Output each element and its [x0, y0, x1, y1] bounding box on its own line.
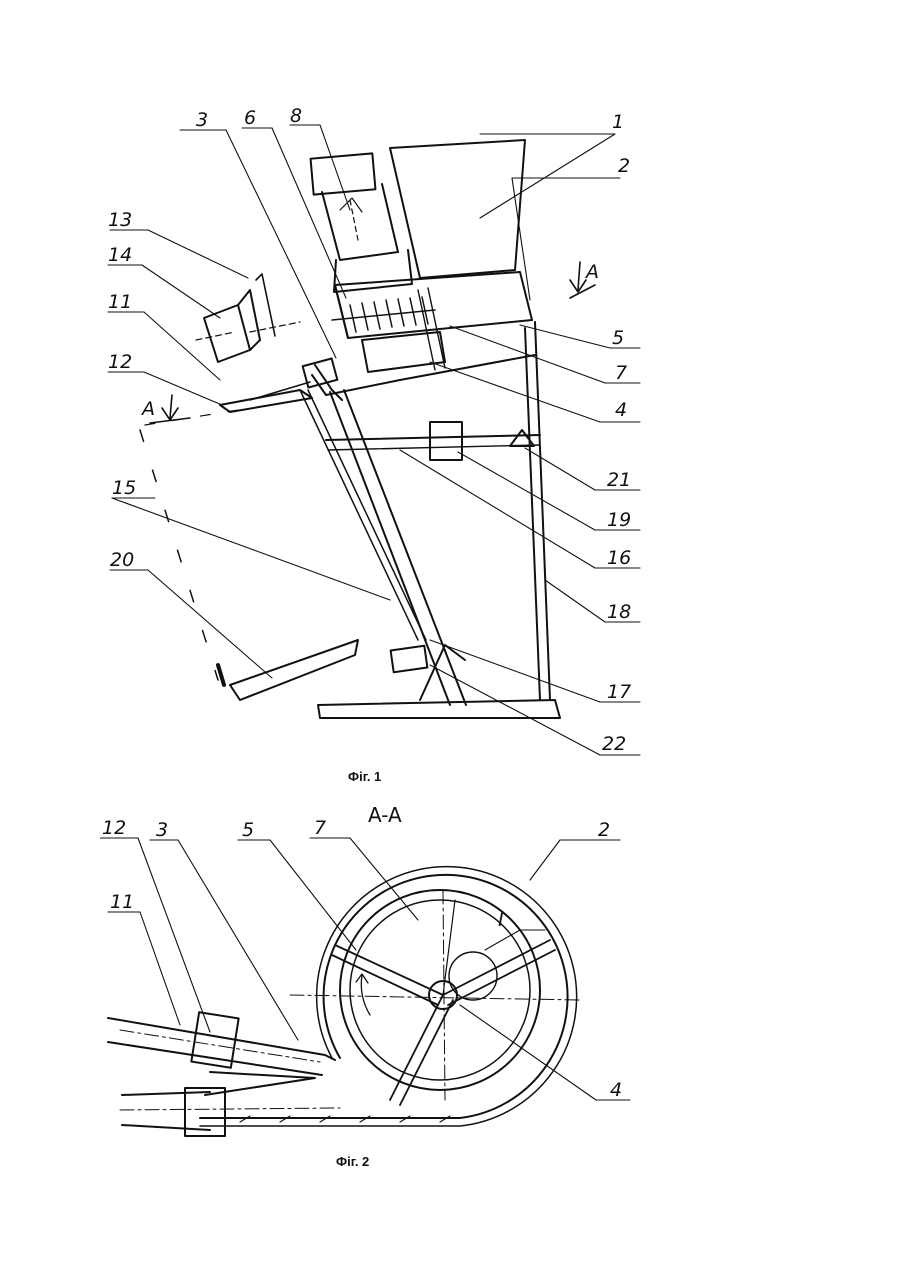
label-2-3: 3: [156, 819, 168, 841]
label-11: 11: [108, 291, 132, 313]
figure-1-drawing: 1 2 3 4 5 6 7 8 11 12 13 14 15 16 17 18 …: [100, 100, 660, 790]
label-2-5: 5: [242, 819, 254, 841]
label-14: 14: [108, 244, 132, 266]
section-marker-right: A: [584, 261, 599, 283]
label-16: 16: [607, 547, 631, 569]
label-2-12: 12: [102, 817, 126, 839]
outlet-tube: [122, 1092, 210, 1130]
label-2-2: 2: [598, 819, 610, 841]
outlet-nozzle: [220, 390, 312, 412]
label-13: 13: [108, 209, 132, 231]
base: [318, 700, 560, 718]
weight: [430, 422, 462, 460]
label-17: 17: [607, 681, 631, 703]
figure-2-caption: Фіг. 2: [336, 1154, 369, 1169]
tray: [230, 640, 358, 700]
label-2-7: 7: [314, 817, 326, 839]
label-4: 4: [615, 399, 627, 421]
label-18: 18: [607, 601, 631, 623]
label-1: 1: [612, 111, 624, 133]
label-20: 20: [110, 549, 134, 571]
label-21: 21: [607, 469, 631, 491]
label-3: 3: [196, 109, 208, 131]
label-6: 6: [244, 107, 256, 129]
rotor-ring: [340, 890, 540, 1090]
section-title: A-A: [368, 803, 402, 827]
figure-2: A-A: [100, 800, 660, 1180]
label-2: 2: [618, 155, 630, 177]
figure-1-caption: Фіг. 1: [348, 769, 381, 784]
detail-marker: I: [498, 909, 504, 931]
label-2-4: 4: [610, 1079, 622, 1101]
label-7: 7: [615, 362, 627, 384]
label-15: 15: [112, 477, 136, 499]
figure-2-drawing: A-A: [100, 800, 660, 1180]
label-22: 22: [602, 733, 626, 755]
fan-housing: [335, 272, 532, 338]
figure-1: 1 2 3 4 5 6 7 8 11 12 13 14 15 16 17 18 …: [100, 100, 660, 790]
section-marker-left: A: [140, 398, 155, 420]
label-12: 12: [108, 351, 132, 373]
label-8: 8: [290, 105, 302, 127]
hopper: [390, 140, 525, 278]
label-19: 19: [607, 509, 631, 531]
label-2-11: 11: [110, 891, 134, 913]
motor: [311, 153, 376, 194]
label-5: 5: [612, 327, 624, 349]
